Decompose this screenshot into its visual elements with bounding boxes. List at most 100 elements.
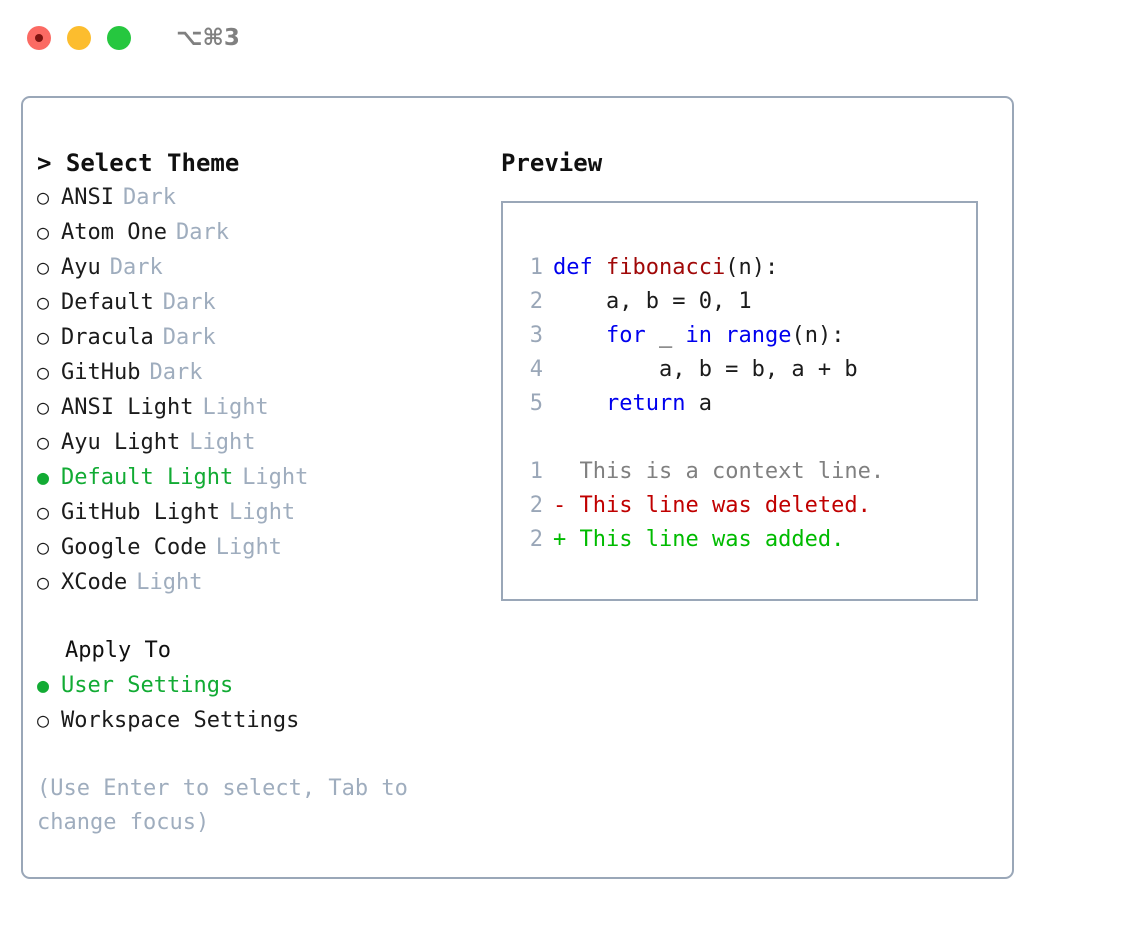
code-line-text: return a [553,387,712,421]
theme-variant-badge: Dark [122,185,176,210]
code-token: (n): [725,255,779,280]
theme-name: Atom One [61,220,167,245]
line-number: 5 [529,391,543,416]
radio-unselected-icon[interactable]: ○ [37,570,50,594]
theme-variant-badge: Dark [109,255,163,280]
theme-list-item[interactable]: ○ Ayu Light Light [37,425,487,460]
line-number: 3 [529,323,543,348]
apply-to-item[interactable]: ○Workspace Settings [37,703,487,738]
window-title: ⌥⌘3 [176,25,240,51]
code-token: range [725,323,792,348]
code-token [712,323,725,348]
radio-unselected-icon[interactable]: ○ [37,220,50,244]
theme-name: GitHub [61,360,141,385]
diff-lines: 1 This is a context line. 2- This line wa… [515,455,968,557]
theme-name: Ayu Light [61,430,181,455]
traffic-light-buttons [27,26,131,50]
radio-unselected-icon[interactable]: ○ [37,290,50,314]
apply-to-list[interactable]: ●User Settings○Workspace Settings [37,668,487,738]
diff-line-text: This is a context line. [579,459,885,484]
radio-selected-icon[interactable]: ● [37,673,50,697]
code-diff-separator [515,421,968,455]
code-token [553,323,606,348]
theme-list-item[interactable]: ○ Ayu Dark [37,250,487,285]
radio-unselected-icon[interactable]: ○ [37,500,50,524]
close-button-icon[interactable] [27,26,51,50]
theme-list-item[interactable]: ○ Dracula Dark [37,320,487,355]
diff-line-text: This line was deleted. [579,493,871,518]
code-token: in [685,323,712,348]
code-line: 2 a, b = 0, 1 [515,285,968,319]
radio-unselected-icon[interactable]: ○ [37,395,50,419]
diff-marker: + [553,527,580,552]
line-number: 4 [529,357,543,382]
code-line: 4 a, b = b, a + b [515,353,968,387]
theme-variant-badge: Dark [175,220,229,245]
theme-variant-badge: Light [202,395,269,420]
theme-list-item[interactable]: ○ XCode Light [37,565,487,600]
theme-list-item[interactable]: ○ ANSI Dark [37,180,487,215]
code-line-text: a, b = 0, 1 [553,285,752,319]
select-theme-header: > Select Theme [37,149,240,177]
maximize-button-icon[interactable] [107,26,131,50]
theme-variant-badge: Dark [162,325,216,350]
preview-header: Preview [501,149,603,177]
code-token: a, b = b, a + b [553,357,858,382]
minimize-button-icon[interactable] [67,26,91,50]
theme-variant-badge: Light [228,500,296,525]
radio-unselected-icon[interactable]: ○ [37,185,50,209]
theme-name: XCode [61,570,128,595]
diff-line: 1 This is a context line. [515,455,968,489]
diff-marker [553,455,580,489]
theme-variant-badge: Light [189,430,256,455]
theme-variant-badge: Light [136,570,203,595]
theme-name: Ayu [61,255,101,280]
diff-line-text: This line was added. [579,527,845,552]
diff-line: 2 + This line was added. [515,523,968,557]
theme-variant-badge: Light [242,465,309,490]
theme-name: Default [61,290,154,315]
code-token: def [553,255,606,280]
code-line-text: for _ in range(n): [553,319,844,353]
theme-name: Dracula [61,325,154,350]
apply-to-header: Apply To [65,638,171,663]
line-number: 2 [529,493,543,518]
code-token: fibonacci [605,255,726,280]
radio-unselected-icon[interactable]: ○ [37,325,50,349]
theme-name: ANSI Light [61,395,194,420]
radio-unselected-icon[interactable]: ○ [37,535,50,559]
radio-unselected-icon[interactable]: ○ [37,255,50,279]
spacer [37,600,487,634]
line-number: 2 [529,289,543,314]
diff-marker: - [553,493,580,518]
theme-variant-badge: Light [215,535,282,560]
radio-unselected-icon[interactable]: ○ [37,360,50,384]
radio-unselected-icon[interactable]: ○ [37,708,50,732]
keyboard-hint-text: (Use Enter to select, Tab to change focu… [37,776,422,835]
code-token: for [605,323,646,348]
theme-name: GitHub Light [61,500,220,525]
theme-list-item[interactable]: ○ GitHub Light Light [37,495,487,530]
title-bar: ⌥⌘3 [0,0,1140,76]
theme-name: ANSI [61,185,114,210]
radio-selected-icon[interactable]: ● [37,465,50,489]
code-token: a [685,391,712,416]
code-token: return [605,391,686,416]
apply-to-item[interactable]: ●User Settings [37,668,487,703]
radio-unselected-icon[interactable]: ○ [37,430,50,454]
theme-list-item[interactable]: ○ Atom One Dark [37,215,487,250]
line-number: 2 [529,527,543,552]
theme-list-item[interactable]: ○ ANSI Light Light [37,390,487,425]
